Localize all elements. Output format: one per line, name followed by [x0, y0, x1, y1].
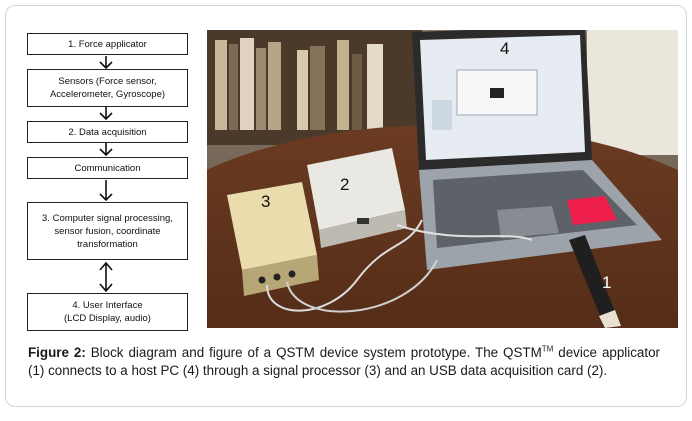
callout-4: 4	[500, 39, 510, 58]
force-applicator-block: 1. Force applicator	[27, 33, 188, 55]
callout-3: 3	[261, 192, 271, 211]
block-line: Sensors (Force sensor,	[58, 76, 157, 87]
photo-scene	[207, 30, 678, 328]
caption-text: device applicator (1) connects to a host…	[28, 345, 660, 378]
down-arrow-icon	[99, 56, 113, 70]
block-label: 2. Data acquisition	[68, 126, 147, 138]
signal-processing-block: 3. Computer signal processing, sensor fu…	[27, 202, 188, 260]
user-interface-block: 4. User Interface (LCD Display, audio)	[27, 293, 188, 331]
caption-text: Block diagram and figure of a QSTM devic…	[85, 345, 542, 360]
bidirectional-arrow-icon	[99, 262, 113, 292]
down-arrow-icon	[99, 107, 113, 121]
bookshelf	[207, 30, 422, 145]
laptop	[412, 30, 662, 270]
callout-1: 1	[602, 273, 612, 292]
block-line: (LCD Display, audio)	[64, 313, 151, 324]
block-line: 3. Computer signal processing,	[42, 212, 173, 224]
prototype-photo: 1 2 3 4	[207, 30, 678, 328]
down-arrow-icon	[99, 180, 113, 202]
force-applicator	[569, 235, 621, 328]
data-acquisition-block: 2. Data acquisition	[27, 121, 188, 143]
sensors-block: Sensors (Force sensor, Accelerometer, Gy…	[27, 69, 188, 107]
block-line: transformation	[77, 238, 138, 250]
figure-caption: Figure 2: Block diagram and figure of a …	[28, 344, 660, 379]
communication-block: Communication	[27, 157, 188, 179]
daq-card	[307, 148, 407, 248]
down-arrow-icon	[99, 143, 113, 157]
signal-processor	[227, 182, 319, 296]
trademark-superscript: TM	[541, 344, 554, 354]
block-line: 4. User Interface	[72, 300, 143, 311]
block-label: 1. Force applicator	[68, 38, 147, 50]
block-label: Communication	[74, 162, 141, 174]
caption-label: Figure 2:	[28, 345, 86, 360]
block-line: Accelerometer, Gyroscope)	[49, 89, 166, 100]
callout-2: 2	[340, 175, 350, 194]
block-line: sensor fusion, coordinate	[54, 225, 161, 237]
